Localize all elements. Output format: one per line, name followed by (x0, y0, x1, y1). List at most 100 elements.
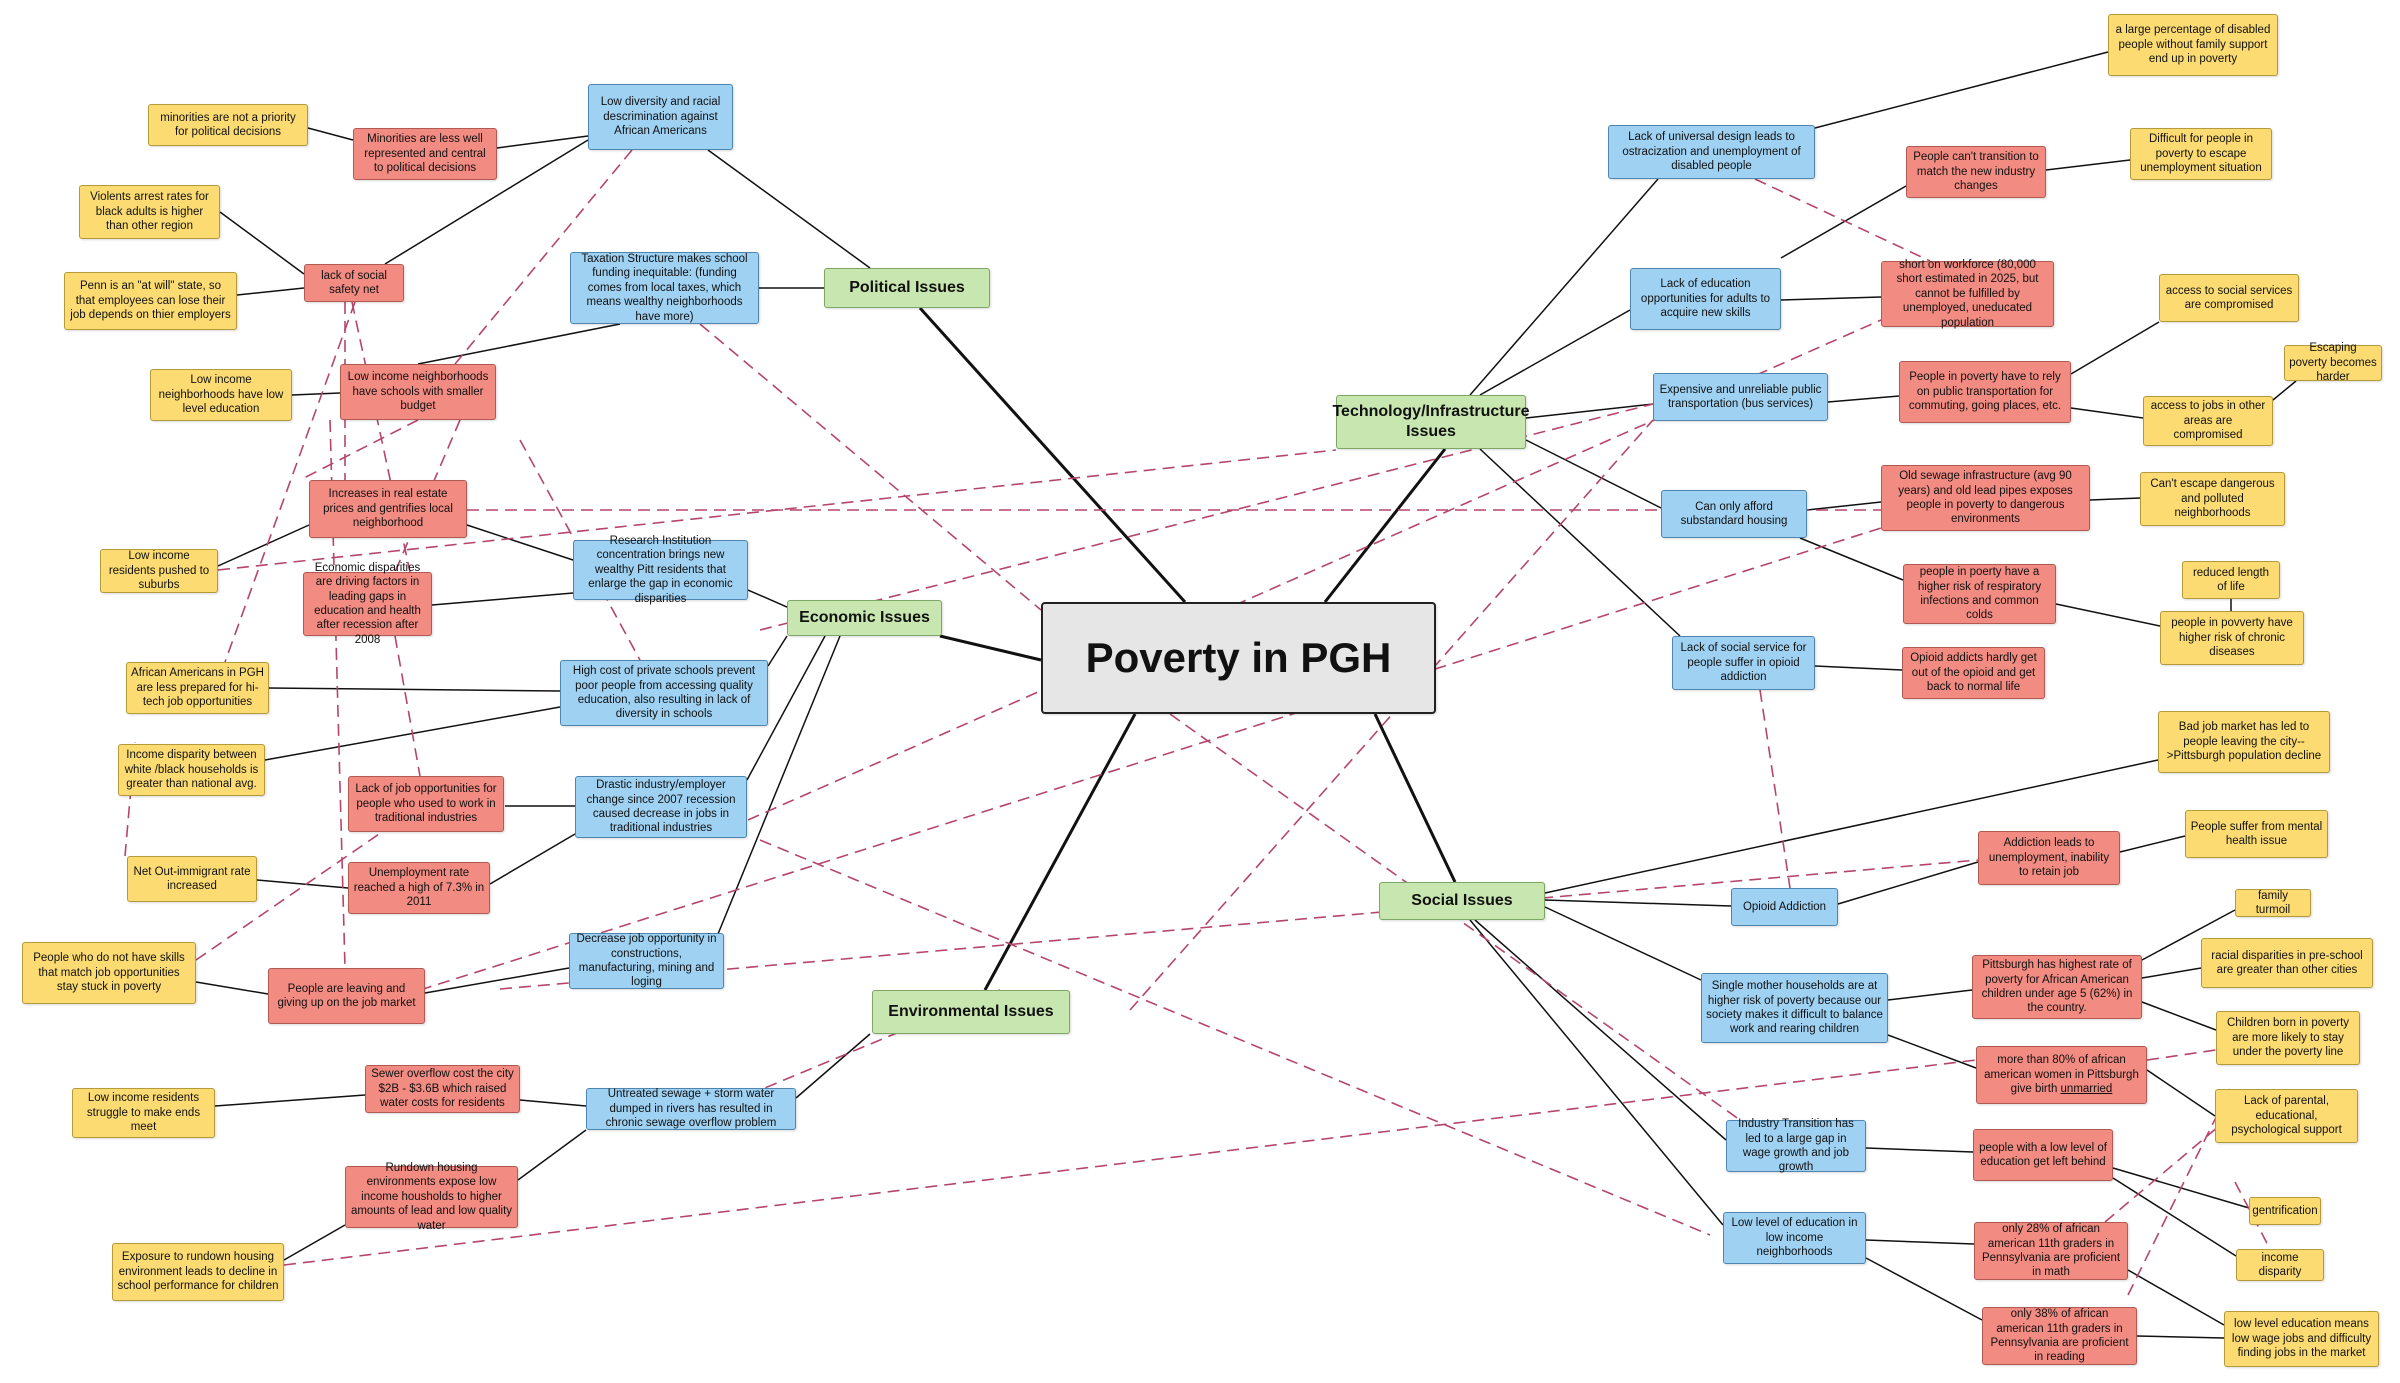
node-tech-escaping[interactable]: Escaping poverty becomes harder (2284, 342, 2382, 383)
node-soc-industry[interactable]: Industry Transition has led to a large g… (1726, 1118, 1866, 1173)
node-tech-chronic[interactable]: people in povverty have higher risk of c… (2160, 611, 2304, 665)
node-soc-low-edu-left[interactable]: people with a low level of education get… (1973, 1129, 2113, 1181)
node-eco-drastic[interactable]: Drastic industry/employer change since 2… (575, 776, 747, 838)
node-soc-racial[interactable]: racial disparities in pre-school are gre… (2201, 938, 2373, 988)
connector-41 (2070, 321, 2160, 375)
connector-13 (291, 392, 341, 396)
node-eco-noskills[interactable]: People who do not have skills that match… (22, 942, 196, 1004)
node-pol-atwill[interactable]: Penn is an "at will" state, so that empl… (64, 272, 237, 330)
node-soc-80pct-underlined: unmarried (2060, 1083, 2113, 1096)
connector-32 (283, 1224, 346, 1261)
node-tech-reduced[interactable]: reduced length of life (2182, 561, 2280, 599)
dashed-link-86 (419, 527, 1882, 991)
node-env-exposure[interactable]: Exposure to rundown housing environment … (112, 1243, 284, 1301)
node-soc-lack-parental[interactable]: Lack of parental, educational, psycholog… (2215, 1089, 2358, 1143)
node-tech-opioid-addicts[interactable]: Opioid addicts hardly get out of the opi… (1902, 647, 2045, 699)
connector-12 (417, 323, 621, 365)
node-soc-38pct[interactable]: only 38% of african american 11th grader… (1982, 1307, 2137, 1365)
node-tech-cant-transition[interactable]: People can't transition to match the new… (1906, 146, 2046, 198)
node-eco-disparities[interactable]: Economic disparities are driving factors… (303, 562, 432, 646)
connector-26 (746, 635, 826, 781)
node-eco-unemp[interactable]: Unemployment rate reached a high of 7.3%… (348, 862, 490, 914)
node-pol-lowinc-edu[interactable]: Low income neighborhoods have low level … (150, 369, 292, 421)
node-eco-suburbs[interactable]: Low income residents pushed to suburbs (100, 549, 218, 593)
node-soc-low-wage[interactable]: low level education means low wage jobs … (2224, 1311, 2379, 1367)
node-tech-social-service[interactable]: Lack of social service for people suffer… (1672, 636, 1815, 690)
node-pol-minorities-rep[interactable]: Minorities are less well represented and… (353, 128, 497, 180)
node-tech-access-social[interactable]: access to social services are compromise… (2159, 274, 2299, 322)
node-env-sewage[interactable]: Untreated sewage + storm water dumped in… (586, 1088, 796, 1130)
node-tech-old-sewage[interactable]: Old sewage infrastructure (avg 90 years)… (1881, 465, 2090, 531)
connector-10 (236, 287, 305, 296)
node-eco-decrease[interactable]: Decrease job opportunity in construction… (569, 933, 724, 989)
connector-36 (1780, 185, 1907, 259)
node-pol-minorities-priority[interactable]: minorities are not a priority for politi… (148, 104, 308, 146)
node-env-rundown[interactable]: Rundown housing environments expose low … (345, 1162, 518, 1232)
connector-68 (1865, 1239, 1975, 1245)
dashed-link-92 (1754, 178, 1931, 262)
node-tech-rely-transport[interactable]: People in poverty have to rely on public… (1899, 361, 2071, 423)
node-env-sewer-cost[interactable]: Sewer overflow cost the city $2B - $3.6B… (365, 1065, 520, 1113)
center-node[interactable]: Poverty in PGH (1041, 602, 1436, 714)
connector-35 (1479, 309, 1631, 396)
node-soc-28pct[interactable]: only 28% of african american 11th grader… (1974, 1222, 2128, 1280)
connector-6 (496, 135, 589, 149)
connector-54 (1837, 861, 1979, 905)
node-soc-income-disp[interactable]: income disparity (2236, 1249, 2324, 1281)
node-soc-addiction[interactable]: Addiction leads to unemployment, inabili… (1978, 831, 2120, 885)
node-soc-mental[interactable]: People suffer from mental health issue (2185, 810, 2328, 858)
node-soc-single-mother[interactable]: Single mother households are at higher r… (1701, 973, 1888, 1043)
category-social[interactable]: Social Issues (1379, 882, 1545, 920)
category-political[interactable]: Political Issues (824, 268, 990, 308)
node-tech-cant-escape[interactable]: Can't escape dangerous and polluted neig… (2140, 472, 2285, 526)
node-tech-disabled-pct[interactable]: a large percentage of disabled people wi… (2108, 14, 2278, 76)
connector-57 (1887, 989, 1973, 1001)
node-env-struggle[interactable]: Low income residents struggle to make en… (72, 1088, 215, 1138)
node-tech-respiratory[interactable]: people in poerty have a higher risk of r… (1903, 564, 2056, 624)
node-soc-bad-job[interactable]: Bad job market has led to people leaving… (2158, 711, 2330, 773)
connector-24 (195, 981, 269, 995)
connector-25 (424, 967, 570, 994)
node-soc-gentrification[interactable]: gentrification (2249, 1197, 2321, 1225)
dashed-link-77 (299, 419, 419, 481)
connector-5 (707, 149, 871, 269)
node-tech-universal[interactable]: Lack of universal design leads to ostrac… (1608, 125, 1815, 179)
node-pol-diversity[interactable]: Low diversity and racial descrimination … (588, 84, 733, 150)
node-soc-opioid[interactable]: Opioid Addiction (1731, 888, 1838, 926)
node-pol-arrest[interactable]: Violents arrest rates for black adults i… (79, 185, 220, 239)
node-pol-safety-net[interactable]: lack of social safety net (304, 264, 404, 302)
node-soc-highest-rate[interactable]: Pittsburgh has highest rate of poverty f… (1972, 955, 2142, 1019)
node-tech-shortage[interactable]: short on workforce (80,000 short estimat… (1881, 259, 2054, 329)
connector-55 (2119, 835, 2186, 853)
node-tech-transport[interactable]: Expensive and unreliable public transpor… (1653, 373, 1828, 421)
category-technology[interactable]: Technology/Infrastructure Issues (1332, 395, 1530, 449)
connector-20 (767, 635, 788, 667)
connector-59 (2141, 967, 2202, 979)
node-soc-low-edu-neigh[interactable]: Low level of education in low income nei… (1723, 1212, 1866, 1264)
node-eco-income-disp[interactable]: Income disparity between white /black ho… (118, 744, 265, 796)
node-eco-private[interactable]: High cost of private schools prevent poo… (560, 660, 768, 726)
node-eco-outimm[interactable]: Net Out-immigrant rate increased (127, 856, 257, 902)
node-eco-research[interactable]: Research Institution concentration bring… (573, 535, 748, 605)
node-soc-children-born[interactable]: Children born in poverty are more likely… (2216, 1011, 2360, 1065)
node-pol-tax[interactable]: Taxation Structure makes school funding … (570, 252, 759, 324)
node-eco-afam-hitech[interactable]: African Americans in PGH are less prepar… (126, 662, 269, 714)
connector-64 (1865, 1147, 1974, 1153)
node-pol-lowinc-schools[interactable]: Low income neighborhoods have schools wi… (340, 364, 496, 420)
node-eco-realestate[interactable]: Increases in real estate prices and gent… (309, 480, 467, 538)
node-tech-difficult[interactable]: Difficult for people in poverty to escap… (2130, 128, 2272, 180)
node-eco-leaving[interactable]: People are leaving and giving up on the … (268, 968, 425, 1024)
node-eco-lack-jobs[interactable]: Lack of job opportunities for people who… (348, 776, 504, 832)
dashed-link-89 (1129, 419, 1654, 1011)
node-tech-lack-edu[interactable]: Lack of education opportunities for adul… (1630, 268, 1781, 330)
category-environmental[interactable]: Environmental Issues (872, 990, 1070, 1034)
category-economic[interactable]: Economic Issues (787, 600, 942, 636)
node-soc-family[interactable]: family turmoil (2235, 889, 2311, 917)
dashed-link-83 (217, 449, 1337, 571)
node-tech-housing[interactable]: Can only afford substandard housing (1661, 490, 1807, 538)
dashed-link-73 (224, 301, 356, 663)
node-tech-access-jobs[interactable]: access to jobs in other areas are compro… (2143, 396, 2273, 446)
node-soc-80pct[interactable]: more than 80% of african american women … (1976, 1046, 2147, 1104)
dashed-link-80 (699, 323, 1042, 611)
